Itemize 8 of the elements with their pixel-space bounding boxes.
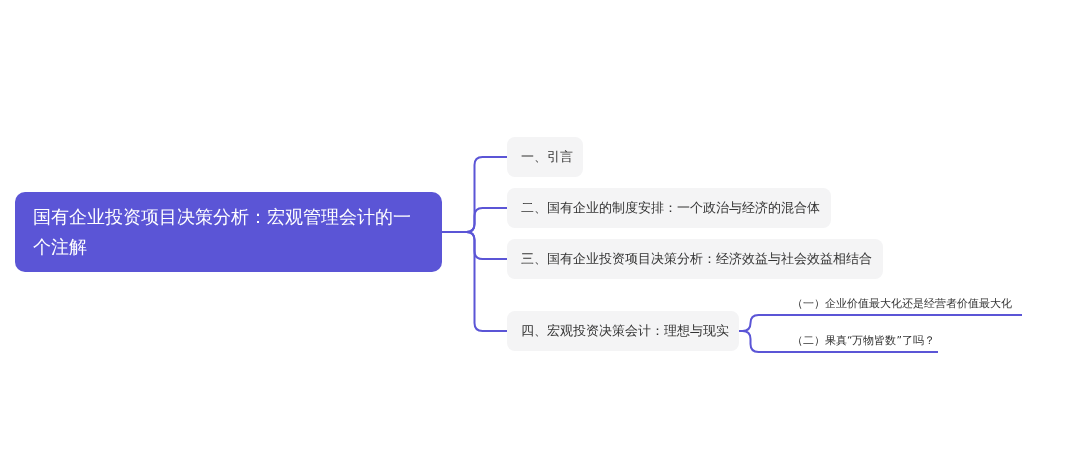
branch-box: 二、国有企业的制度安排：一个政治与经济的混合体 [507,188,831,228]
topic-box: 国有企业投资项目决策分析：宏观管理会计的一个注解 [15,192,442,272]
subtopic-label: （一）企业价值最大化还是经营者价值最大化 [762,288,1022,316]
subtopic-label: （二）果真“万物皆数”了吗？ [762,325,938,353]
branch-box: 四、宏观投资决策会计：理想与现实 [507,311,739,351]
connector-line [441,231,508,332]
branch-box: 一、引言 [507,137,583,177]
branch-box: 三、国有企业投资项目决策分析：经济效益与社会效益相结合 [507,239,883,279]
